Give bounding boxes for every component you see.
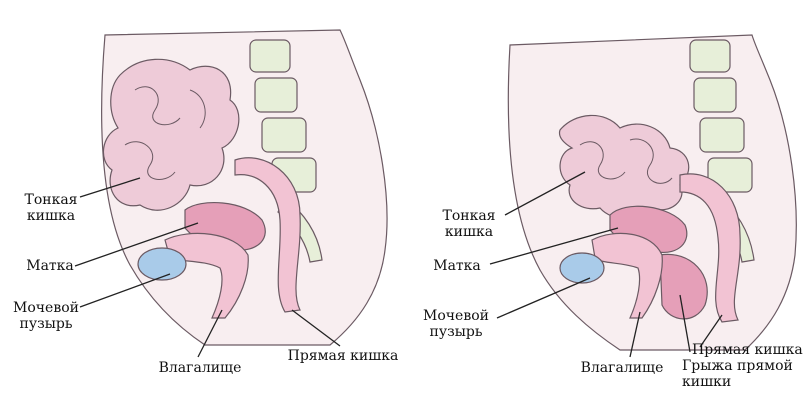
label-uterus-left: Матка bbox=[20, 258, 80, 274]
left-panel bbox=[75, 30, 387, 357]
label-rectum-right: Прямая кишка bbox=[692, 342, 808, 358]
label-uterus-right: Матка bbox=[425, 258, 489, 274]
bladder-right bbox=[560, 253, 604, 283]
label-vagina-right: Влагалище bbox=[572, 360, 672, 376]
bladder-left bbox=[138, 248, 186, 280]
label-rectum-left: Прямая кишка bbox=[278, 348, 408, 364]
right-panel bbox=[490, 35, 796, 357]
label-vagina-left: Влагалище bbox=[150, 360, 250, 376]
